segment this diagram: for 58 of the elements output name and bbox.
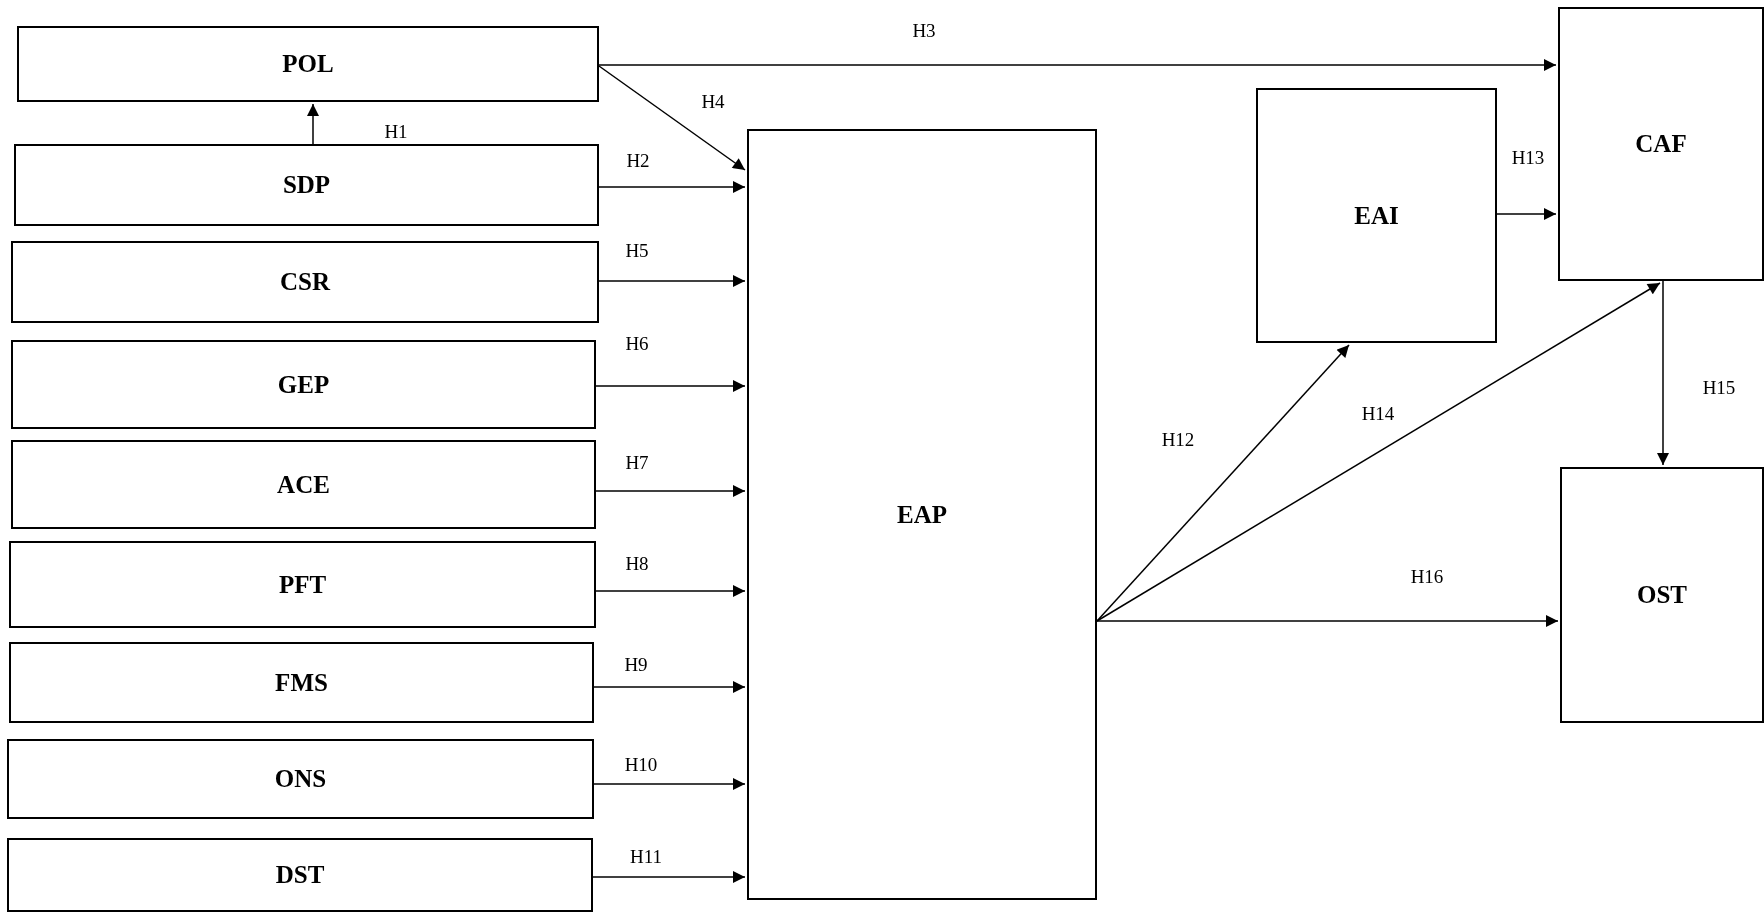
edge-label: H12 (1161, 429, 1195, 451)
edge-label: H6 (625, 333, 649, 355)
construct-box (1560, 467, 1764, 723)
construct-box (7, 739, 594, 819)
edge-label: H5 (625, 240, 649, 262)
arrow (593, 681, 746, 693)
construct-box (11, 340, 596, 429)
construct-label: ACE (277, 470, 330, 499)
construct-box (7, 838, 593, 912)
edge-label: H4 (701, 91, 725, 113)
construct-box (9, 541, 596, 628)
construct-box (11, 440, 596, 529)
construct-box (11, 241, 599, 323)
arrow (593, 778, 746, 790)
arrow (595, 585, 746, 597)
arrow (598, 65, 746, 171)
construct-label: DST (275, 861, 325, 889)
construct-label: ONS (274, 765, 327, 793)
arrow (598, 275, 746, 287)
construct-box (747, 129, 1097, 900)
construct-label: POL (282, 50, 334, 78)
arrow (598, 59, 1557, 71)
construct-label: GEP (277, 370, 330, 399)
construct-label: EAP (897, 500, 947, 529)
construct-box (1558, 7, 1764, 281)
edge-label: H1 (384, 121, 408, 143)
arrow (1496, 208, 1557, 220)
edge-label: H10 (624, 754, 658, 776)
edge-label: H11 (630, 846, 662, 868)
arrow (1096, 615, 1559, 627)
construct-box (9, 642, 594, 723)
construct-label: FMS (275, 668, 328, 697)
edge-label: H7 (625, 452, 649, 474)
construct-label: PFT (278, 570, 327, 599)
construct-box (1256, 88, 1497, 343)
arrow (1657, 280, 1669, 466)
arrow (595, 485, 746, 497)
arrow (598, 181, 746, 193)
arrow (1096, 282, 1661, 622)
construct-label: OST (1637, 581, 1687, 609)
edge-label: H3 (912, 20, 936, 42)
edge-label: H15 (1702, 377, 1736, 399)
arrow (1096, 344, 1350, 622)
construct-label: SDP (282, 171, 331, 199)
edge-label: H16 (1410, 566, 1444, 588)
edge-label: H9 (624, 654, 648, 676)
edge-label: H8 (625, 553, 649, 575)
construct-label: CAF (1635, 130, 1687, 158)
construct-label: EAI (1354, 201, 1399, 230)
construct-box (14, 144, 599, 226)
construct-label: CSR (280, 268, 330, 296)
arrow (307, 103, 319, 145)
edge-label: H14 (1361, 403, 1395, 425)
edge-label: H13 (1511, 147, 1545, 169)
arrow (595, 380, 746, 392)
construct-box (17, 26, 599, 102)
arrow (592, 871, 746, 883)
edge-label: H2 (626, 150, 650, 172)
